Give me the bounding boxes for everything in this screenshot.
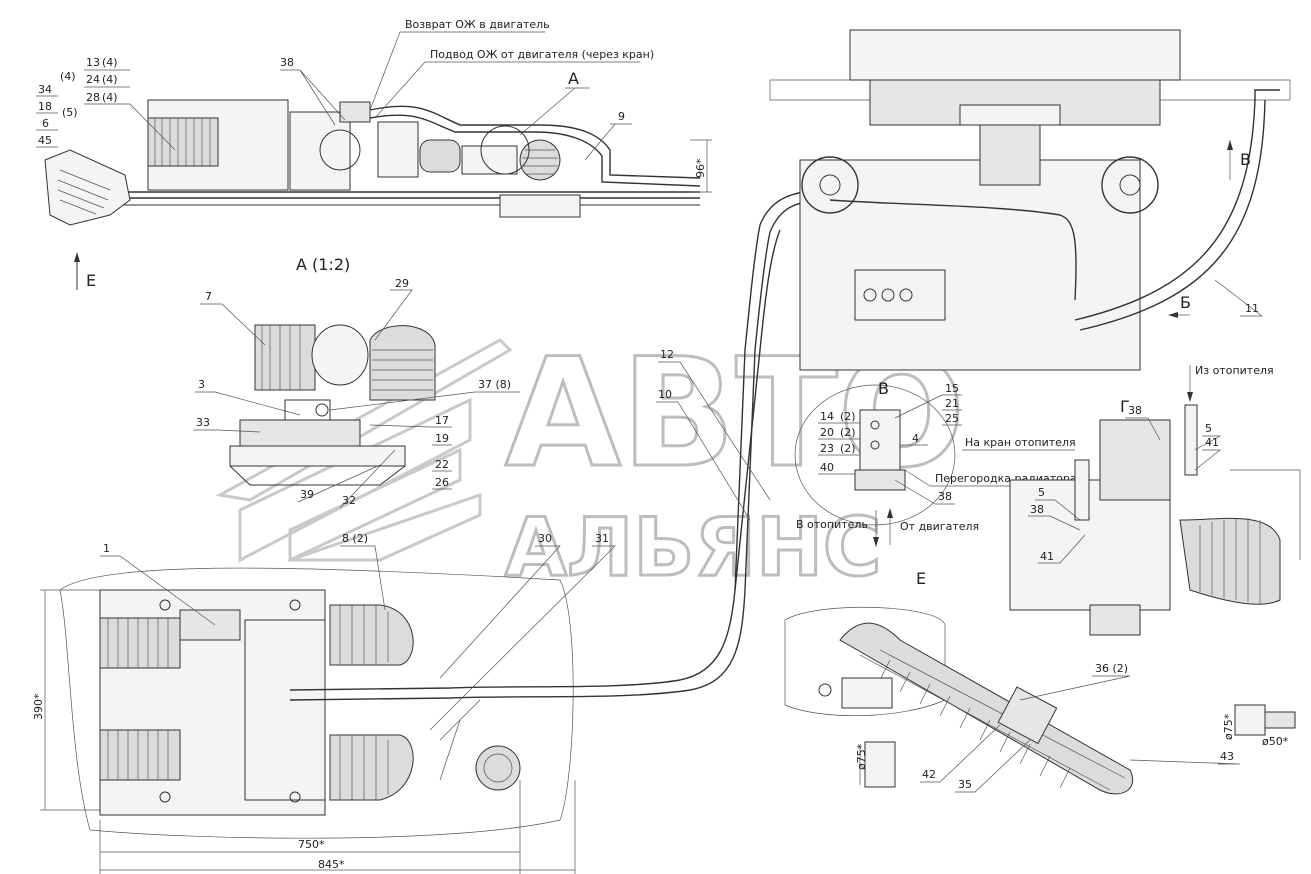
note-to-heater-valve: На кран отопителя (965, 436, 1076, 449)
callout-20-qty: (2) (840, 426, 856, 439)
callout-40: 40 (820, 461, 834, 474)
air-outlet-e (44, 149, 131, 226)
callout-28-qty: (4) (102, 91, 118, 104)
callout-45-qty: (5) (62, 106, 78, 119)
callout-45: 45 (38, 134, 52, 147)
callout-4: 4 (912, 432, 919, 445)
detail-nozzle-7 (254, 324, 316, 391)
plan-hose-lower (99, 729, 181, 781)
callout-18-qty: (4) (60, 70, 76, 83)
callout-21: 21 (945, 397, 959, 410)
view-label-e-mid: Е (916, 569, 926, 588)
dim-75-b: ø75* (1222, 713, 1235, 740)
callout-12: 12 (660, 348, 674, 361)
view-a-scale-title: А (1:2) (296, 255, 350, 274)
callout-7: 7 (205, 290, 212, 303)
callout-5-g: 5 (1205, 422, 1212, 435)
engine-view: В Б 11 12 10 (656, 29, 1291, 521)
dim-96: 96* (694, 158, 707, 178)
heater-air-hose (147, 117, 219, 167)
view-label-a: А (568, 69, 579, 88)
callout-36: 36 (2) (1095, 662, 1128, 675)
callout-32: 32 (342, 494, 356, 507)
floor-outline (59, 567, 574, 839)
engine-block (799, 159, 1141, 371)
top-left-callouts: 34 18 (4) 6 45 (5) 13 (4) 24 (4) 28 (4) … (36, 18, 654, 290)
callout-17: 17 (435, 414, 449, 427)
callout-23: 23 (820, 442, 834, 455)
top-side-view: 96* (44, 99, 712, 226)
watermark-line2: АЛЬЯНС (505, 501, 882, 594)
callout-19: 19 (435, 432, 449, 445)
radiator-top (849, 29, 1181, 81)
callout-33: 33 (196, 416, 210, 429)
callout-14-qty: (2) (840, 410, 856, 423)
callout-5-lower: 5 (1038, 486, 1045, 499)
callout-15: 15 (945, 382, 959, 395)
callout-8: 8 (2) (342, 532, 368, 545)
dim-750: 750* (298, 838, 325, 851)
plan-hose-upper (99, 617, 181, 669)
hose-detail: ø75* ø75* ø50* 36 (2) 42 35 43 (784, 606, 1296, 795)
callout-18: 18 (38, 100, 52, 113)
callout-43: 43 (1220, 750, 1234, 763)
note-coolant-return: Возврат ОЖ в двигатель (405, 18, 550, 31)
note-coolant-supply: Подвод ОЖ от двигателя (через кран) (430, 48, 654, 61)
view-label-e-top: Е (86, 271, 96, 290)
callout-28: 28 (86, 91, 100, 104)
callout-20: 20 (820, 426, 834, 439)
callout-31: 31 (595, 532, 609, 545)
dim-390: 390* (32, 693, 45, 720)
callout-38-g: 38 (1128, 404, 1142, 417)
view-label-b: Б (1180, 293, 1191, 312)
view-label-v-top: В (1240, 150, 1251, 169)
note-from-heater: Из отопителя (1195, 364, 1274, 377)
callout-3: 3 (198, 378, 205, 391)
callout-13: 13 (86, 56, 100, 69)
plan-view: 390* 750* 845* 1 8 (2) 30 31 (32, 189, 831, 874)
note-to-heater: В отопитель (796, 518, 868, 531)
callout-38-v: 38 (938, 490, 952, 503)
dim-50: ø50* (1262, 735, 1289, 748)
callout-6: 6 (42, 117, 49, 130)
callout-24: 24 (86, 73, 100, 86)
dim-845: 845* (318, 858, 345, 871)
callout-25: 25 (945, 412, 959, 425)
dim-75-a: ø75* (855, 743, 868, 770)
callout-14: 14 (820, 410, 834, 423)
callout-22: 22 (435, 458, 449, 471)
callout-10: 10 (658, 388, 672, 401)
callout-39: 39 (300, 488, 314, 501)
heater-valve-body (1009, 479, 1171, 611)
callout-26: 26 (435, 476, 449, 489)
callout-42: 42 (922, 768, 936, 781)
detail-hose-29 (369, 325, 436, 401)
callout-23-qty: (2) (840, 442, 856, 455)
callout-13-qty: (4) (102, 56, 118, 69)
callout-38-lower: 38 (1030, 503, 1044, 516)
callout-34: 34 (38, 83, 52, 96)
view-g-detail: Из отопителя Г 38 5 41 5 38 41 (1009, 364, 1301, 636)
callout-29: 29 (395, 277, 409, 290)
callout-41-lower: 41 (1040, 550, 1054, 563)
callout-41-g: 41 (1205, 436, 1219, 449)
callout-37: 37 (8) (478, 378, 511, 391)
callout-1: 1 (103, 542, 110, 555)
view-label-v: В (878, 379, 889, 398)
hose-36 (839, 622, 1134, 795)
note-from-engine: От двигателя (900, 520, 979, 533)
callout-30: 30 (538, 532, 552, 545)
callout-24-qty: (4) (102, 73, 118, 86)
callout-35: 35 (958, 778, 972, 791)
callout-38-top: 38 (280, 56, 294, 69)
view-a-detail: А (1:2) 7 29 3 33 37 (8) 17 19 22 26 39 … (193, 255, 520, 509)
view-label-g: Г (1120, 397, 1130, 416)
plan-outlet-round (475, 745, 521, 791)
callout-9: 9 (618, 110, 625, 123)
